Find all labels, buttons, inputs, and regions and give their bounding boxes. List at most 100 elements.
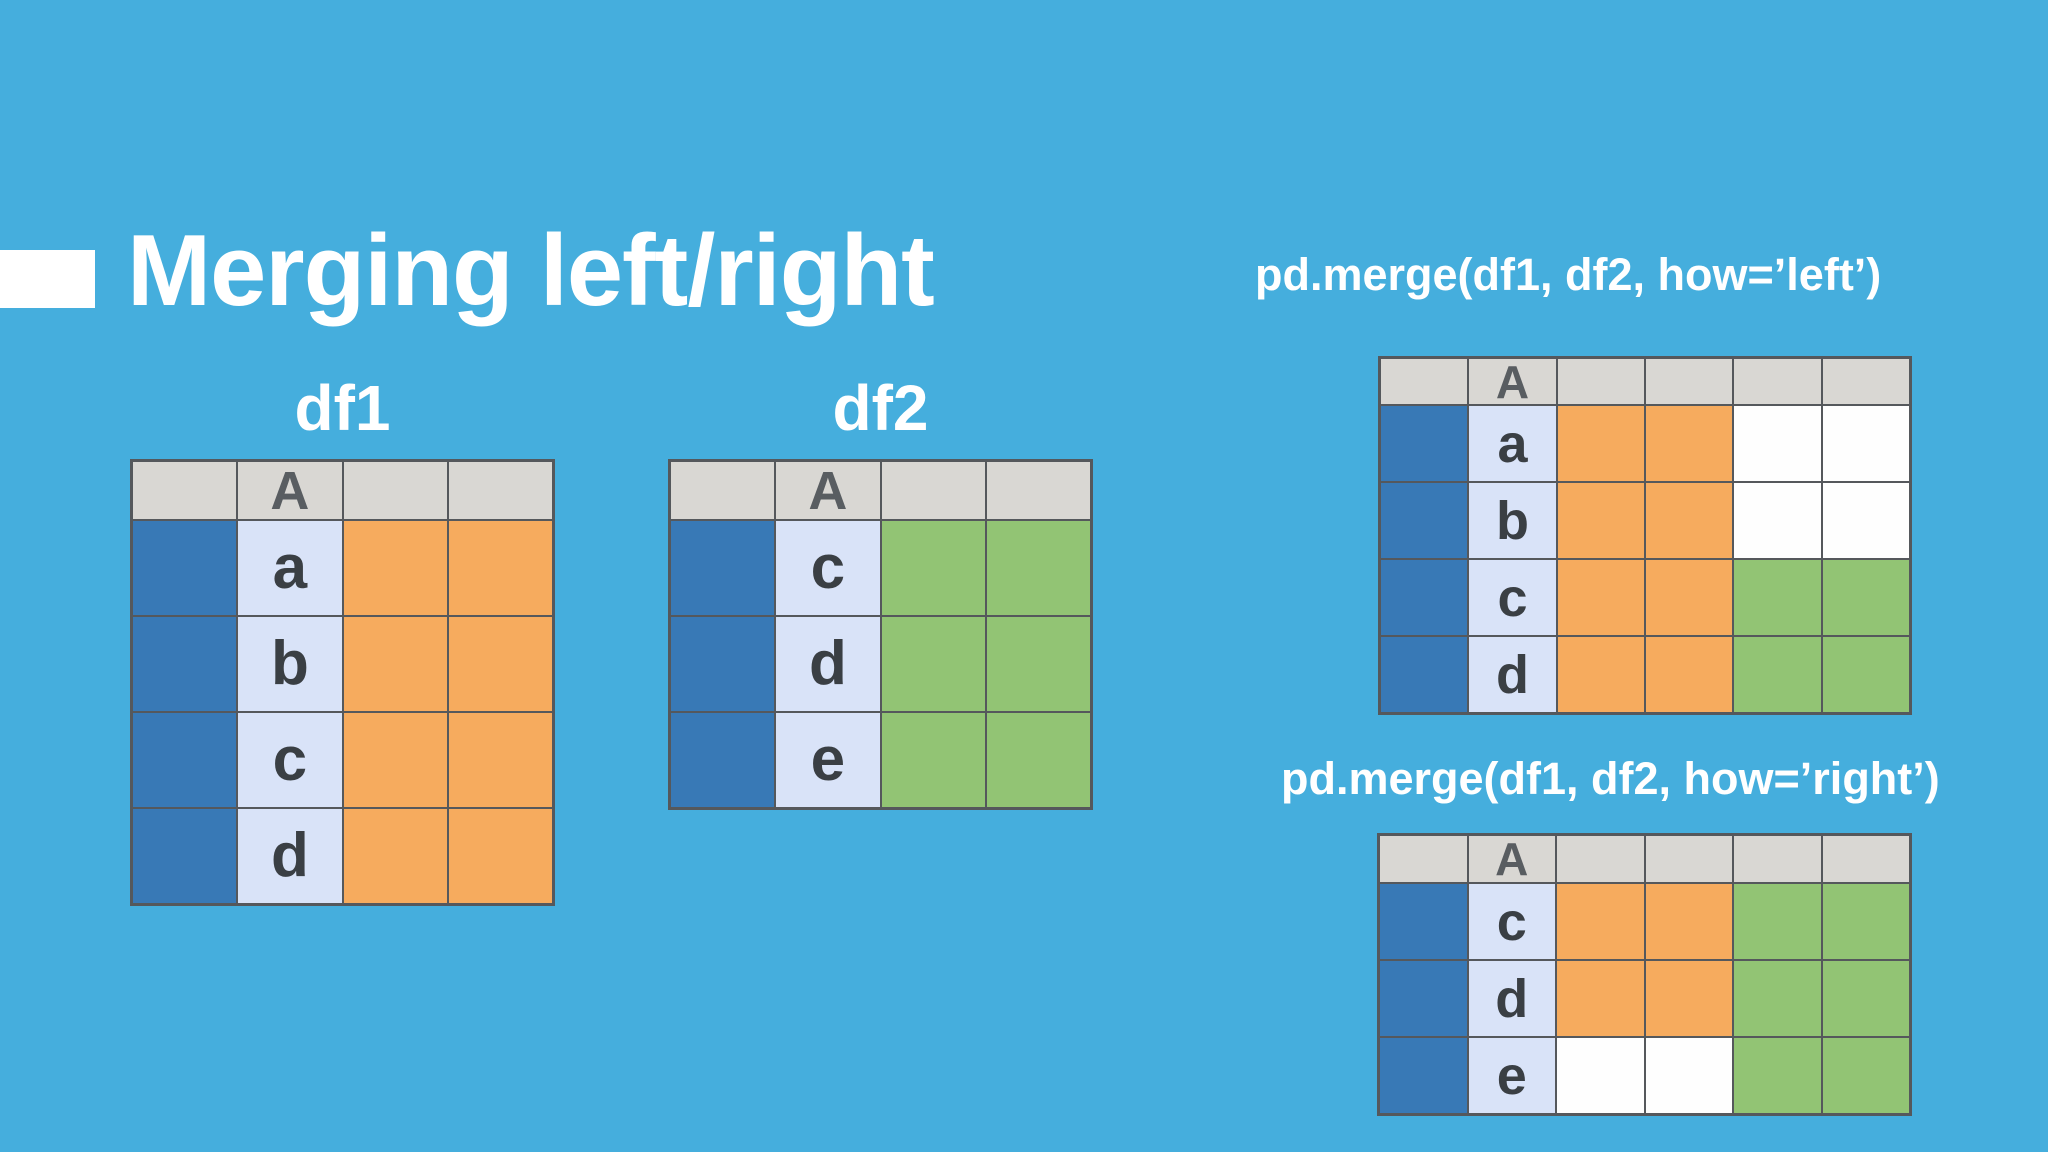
index-cell [133, 521, 237, 615]
header-cell [133, 462, 237, 519]
index-cell [133, 809, 237, 903]
header-cell [671, 462, 775, 519]
header-cell [986, 462, 1090, 519]
index-cell [1381, 637, 1468, 712]
empty-cell [1734, 483, 1821, 558]
df2-cell [986, 617, 1090, 711]
key-cell: b [238, 617, 342, 711]
title-accent-bar [0, 250, 95, 308]
df2-cell [986, 521, 1090, 615]
df1-cell [1557, 637, 1644, 712]
header-cell [1822, 359, 1909, 404]
df2-label: df2 [832, 372, 929, 444]
header-cell [1646, 359, 1733, 404]
df1-cell [1557, 884, 1644, 959]
header-cell [1645, 836, 1732, 882]
df1-cell [343, 521, 447, 615]
key-cell: e [1468, 1038, 1555, 1113]
key-cell: c [776, 521, 880, 615]
key-cell: d [1469, 637, 1556, 712]
df1-cell [1645, 884, 1732, 959]
key-cell: b [1469, 483, 1556, 558]
df1-cell [1557, 483, 1644, 558]
key-cell: a [1469, 406, 1556, 481]
header-cell [1380, 836, 1467, 882]
df2-cell [1822, 884, 1909, 959]
empty-cell [1822, 483, 1909, 558]
df2-cell [1822, 961, 1909, 1036]
empty-cell [1557, 1038, 1644, 1113]
header-cell [1822, 836, 1909, 882]
df1-cell [1557, 560, 1644, 635]
merge-right-code-label: pd.merge(df1, df2, how=’right’) [1281, 753, 1940, 804]
df1-cell [1646, 406, 1733, 481]
key-cell: c [238, 713, 342, 807]
key-cell: d [1468, 961, 1555, 1036]
df1-cell [1646, 560, 1733, 635]
df1-cell [448, 713, 552, 807]
df1-cell [343, 809, 447, 903]
df1-cell [1557, 961, 1644, 1036]
df2-cell [1822, 637, 1909, 712]
df1-cell [343, 617, 447, 711]
header-cell [1557, 836, 1644, 882]
header-cell [881, 462, 985, 519]
key-column-header: A [1468, 836, 1555, 882]
key-cell: c [1469, 560, 1556, 635]
df1-cell [1645, 961, 1732, 1036]
df1-cell [1646, 637, 1733, 712]
index-cell [1381, 483, 1468, 558]
header-cell [1734, 359, 1821, 404]
empty-cell [1645, 1038, 1732, 1113]
key-cell: d [776, 617, 880, 711]
df2-cell [1734, 560, 1821, 635]
key-cell: c [1468, 884, 1555, 959]
empty-cell [1822, 406, 1909, 481]
df1-cell [1557, 406, 1644, 481]
df2-cell [1734, 637, 1821, 712]
key-cell: d [238, 809, 342, 903]
merge-left-code-label: pd.merge(df1, df2, how=’left’) [1255, 249, 1882, 300]
header-cell [448, 462, 552, 519]
key-column-header: A [1469, 359, 1556, 404]
index-cell [1381, 560, 1468, 635]
df2-cell [1734, 961, 1821, 1036]
header-cell [1734, 836, 1821, 882]
index-cell [671, 521, 775, 615]
df1-cell [448, 521, 552, 615]
df2-cell [1822, 1038, 1909, 1113]
key-cell: a [238, 521, 342, 615]
index-cell [1380, 884, 1467, 959]
index-cell [671, 713, 775, 807]
key-column-header: A [238, 462, 342, 519]
df1-cell [448, 617, 552, 711]
df2-cell [881, 521, 985, 615]
key-column-header: A [776, 462, 880, 519]
key-cell: e [776, 713, 880, 807]
empty-cell [1734, 406, 1821, 481]
df2-cell [1734, 884, 1821, 959]
df1-cell [1646, 483, 1733, 558]
df2-cell [881, 617, 985, 711]
header-cell [1557, 359, 1644, 404]
index-cell [671, 617, 775, 711]
df2-cell [881, 713, 985, 807]
df2-cell [1734, 1038, 1821, 1113]
df1-label: df1 [294, 372, 391, 444]
df2-cell [1822, 560, 1909, 635]
index-cell [1380, 1038, 1467, 1113]
header-cell [343, 462, 447, 519]
index-cell [133, 713, 237, 807]
df1-cell [448, 809, 552, 903]
header-cell [1381, 359, 1468, 404]
page-title: Merging left/right [127, 215, 935, 327]
index-cell [1381, 406, 1468, 481]
index-cell [133, 617, 237, 711]
index-cell [1380, 961, 1467, 1036]
df1-cell [343, 713, 447, 807]
